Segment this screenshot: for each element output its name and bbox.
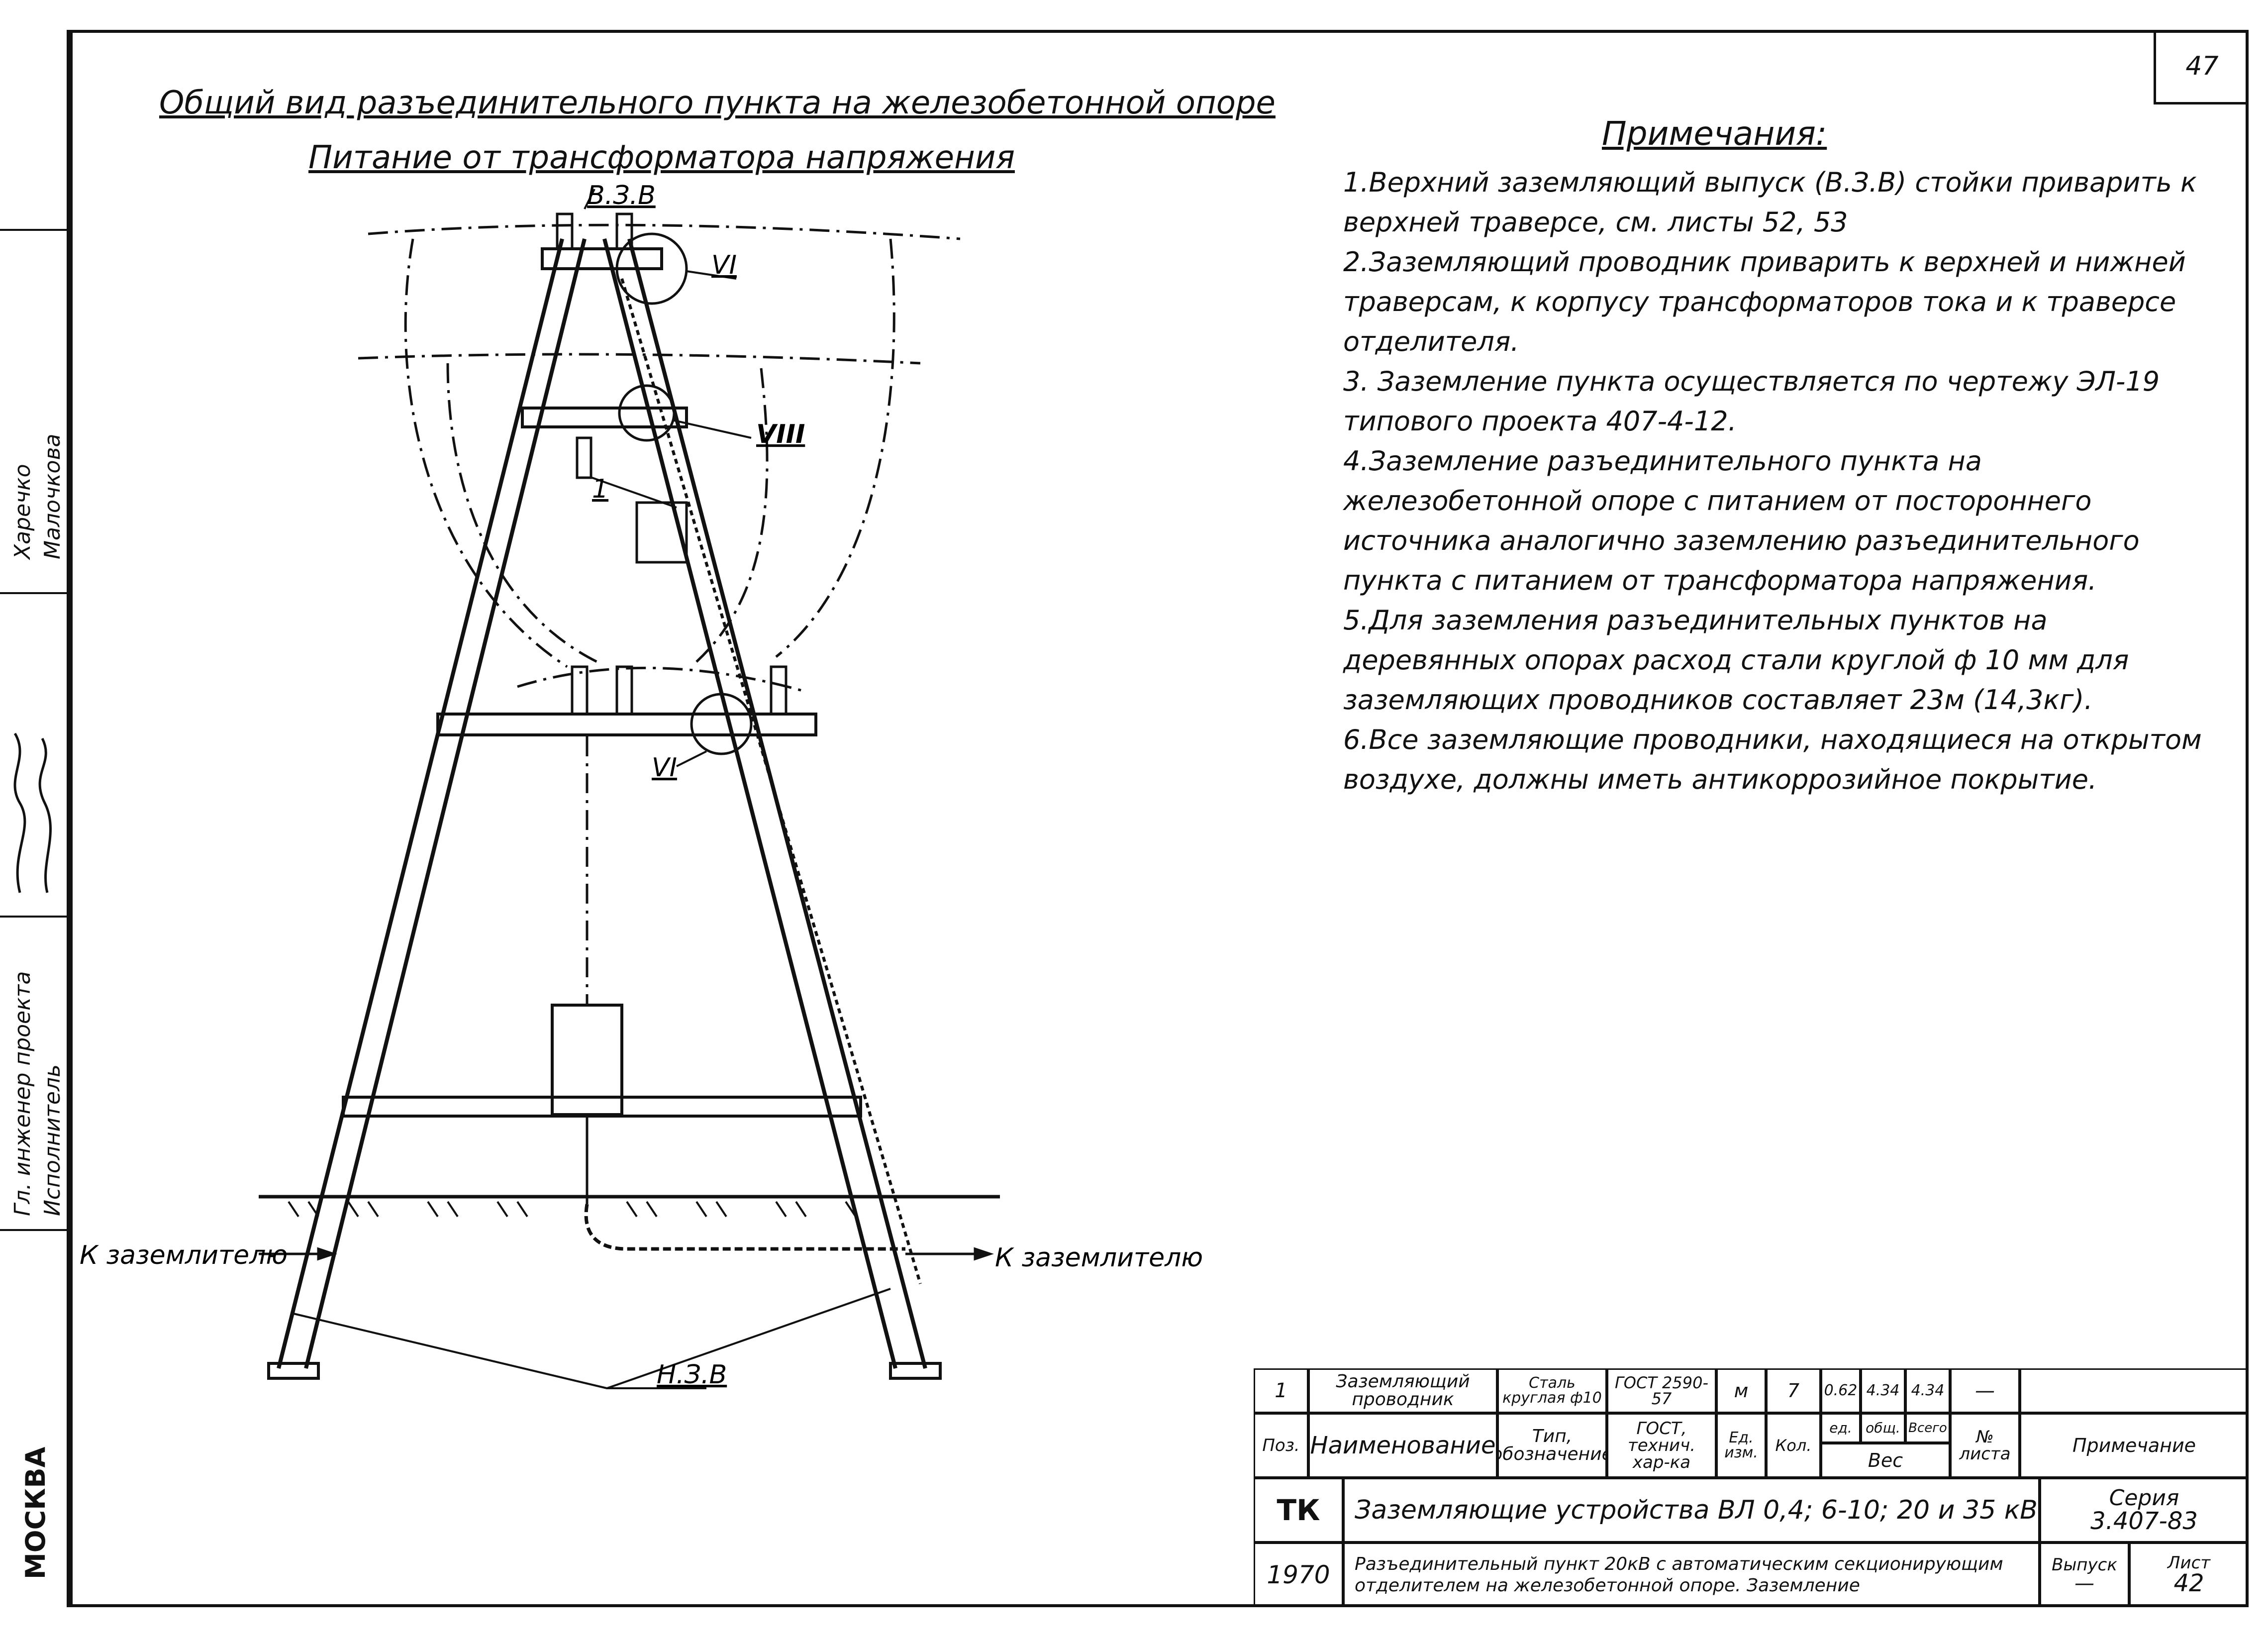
- tb-r1-pos: 1: [1254, 1368, 1308, 1413]
- nzv-leader: [293, 1288, 891, 1390]
- tb-r1-w-unit: 0.62: [1821, 1368, 1861, 1413]
- left-stamp-strip: МОСКВА Гл. инженер проекта Исполнитель Х…: [0, 30, 70, 1607]
- tb-h-sheet: № листа: [1950, 1413, 2020, 1478]
- note-item: 6.Все заземляющие проводники, находящиес…: [1343, 724, 2202, 795]
- tb-sheet-label: Лист: [2167, 1553, 2211, 1573]
- vzv-label: В.З.В: [587, 181, 656, 210]
- notes-heading: Примечания:: [1602, 114, 1827, 153]
- to-earth-left-label: К заземлителю: [80, 1240, 288, 1270]
- tb-r1-type: Сталь круглая ф10: [1497, 1368, 1607, 1413]
- note-item: 4.Заземление разъединительного пункта на…: [1343, 445, 2140, 596]
- right-inner-loop: [695, 368, 769, 663]
- strip-cell-signatures: [0, 592, 70, 916]
- tb-r1-name: Заземляющий проводник: [1308, 1368, 1497, 1413]
- tb-h-w-unit: ед.: [1821, 1413, 1861, 1443]
- tb-issue-value: —: [2074, 1572, 2094, 1595]
- top-traverse: [541, 247, 663, 270]
- tb-r1-w-all: 4.34: [1905, 1368, 1950, 1413]
- strip-cell-city: МОСКВА: [0, 1229, 70, 1607]
- tb-h-qty: Кол.: [1766, 1413, 1821, 1478]
- tb-h-gost: ГОСТ, технич. хар-ка: [1607, 1413, 1716, 1478]
- tb-r1-w-total: 4.34: [1861, 1368, 1905, 1413]
- viii-label: VIII: [756, 419, 805, 449]
- detail-circle-vi-bottom: [690, 693, 753, 755]
- tb-series-value: 3.407-83: [2090, 1507, 2198, 1535]
- tb-r1-gost: ГОСТ 2590-57: [1607, 1368, 1716, 1413]
- vi-bottom-label: VI: [652, 753, 677, 783]
- tb-sheet-value: 42: [2173, 1569, 2204, 1597]
- middle-traverse: [521, 407, 688, 428]
- note-item: 1.Верхний заземляющий выпуск (В.З.В) сто…: [1343, 167, 2197, 238]
- note-item: 3. Заземление пункта осуществляется по ч…: [1343, 366, 2160, 437]
- tb-h-unit: Ед. изм.: [1716, 1413, 1766, 1478]
- tb-h-pos: Поз.: [1254, 1413, 1308, 1478]
- top-conductor-line: [368, 223, 961, 240]
- signature-marks: [13, 732, 52, 893]
- tb-h-type: Тип, обозначение: [1497, 1413, 1607, 1478]
- to-earth-right-label: К заземлителю: [995, 1243, 1203, 1273]
- detail-circle-vi-top: [615, 232, 688, 305]
- left-leg-outer: [277, 238, 564, 1369]
- tb-r1-unit: м: [1716, 1368, 1766, 1413]
- tb-series-label: Серия: [2109, 1485, 2179, 1511]
- tb-r1-sheet: —: [1950, 1368, 2020, 1413]
- ground-hatching: [288, 1201, 857, 1218]
- right-outer-loop: [775, 238, 895, 658]
- title-block: 1 Заземляющий проводник Сталь круглая ф1…: [1254, 1368, 2249, 1607]
- sub-title: Питание от трансформатора напряжения: [308, 139, 1015, 176]
- mid-conductor-line: [358, 353, 921, 365]
- vi-top-label: VI: [711, 250, 737, 280]
- strip-cell-names: Харечко Малочкова: [0, 229, 70, 592]
- notes-block: Примечания: 1.Верхний заземляющий выпуск…: [1343, 114, 2229, 800]
- note-item: 2.Заземляющий проводник приварить к верх…: [1343, 246, 2186, 357]
- buried-conductor: [584, 1204, 905, 1251]
- tb-year: 1970: [1254, 1543, 1343, 1607]
- tb-series: Серия 3.407-83: [2040, 1478, 2249, 1543]
- strip-cell-roles: Гл. инженер проекта Исполнитель: [0, 916, 70, 1229]
- main-title: Общий вид разъединительного пункта на же…: [159, 85, 1276, 121]
- tb-org: ТК: [1254, 1478, 1343, 1543]
- left-outer-loop: [404, 238, 568, 668]
- bottom-arc-line: [517, 666, 806, 693]
- tb-h-name: Наименование: [1308, 1413, 1497, 1478]
- nzv-label: Н.З.В: [657, 1360, 727, 1390]
- note-item: 5.Для заземления разъединительных пункто…: [1343, 605, 2129, 716]
- tb-h-note: Примечание: [2020, 1413, 2249, 1478]
- tb-r1-note: [2020, 1368, 2249, 1413]
- grounding-conductor: [620, 278, 922, 1284]
- sheet-number-corner: 47: [2154, 30, 2248, 104]
- tb-r1-qty: 7: [1766, 1368, 1821, 1413]
- position-1-label: 1: [592, 474, 608, 504]
- tb-issue: Выпуск —: [2040, 1543, 2129, 1607]
- tb-issue-label: Выпуск: [2052, 1555, 2117, 1575]
- detail-circle-viii: [618, 384, 676, 442]
- tb-h-weight: Вес: [1821, 1443, 1950, 1478]
- tb-title-main: Заземляющие устройства ВЛ 0,4; 6-10; 20 …: [1343, 1478, 2040, 1543]
- tb-sheet: Лист 42: [2129, 1543, 2249, 1607]
- drawing-frame: [70, 30, 2249, 1607]
- tb-h-w-all: Всего: [1905, 1413, 1950, 1443]
- tb-h-w-total: общ.: [1861, 1413, 1905, 1443]
- tb-title-sub: Разъединительный пункт 20кВ с автоматиче…: [1343, 1543, 2040, 1607]
